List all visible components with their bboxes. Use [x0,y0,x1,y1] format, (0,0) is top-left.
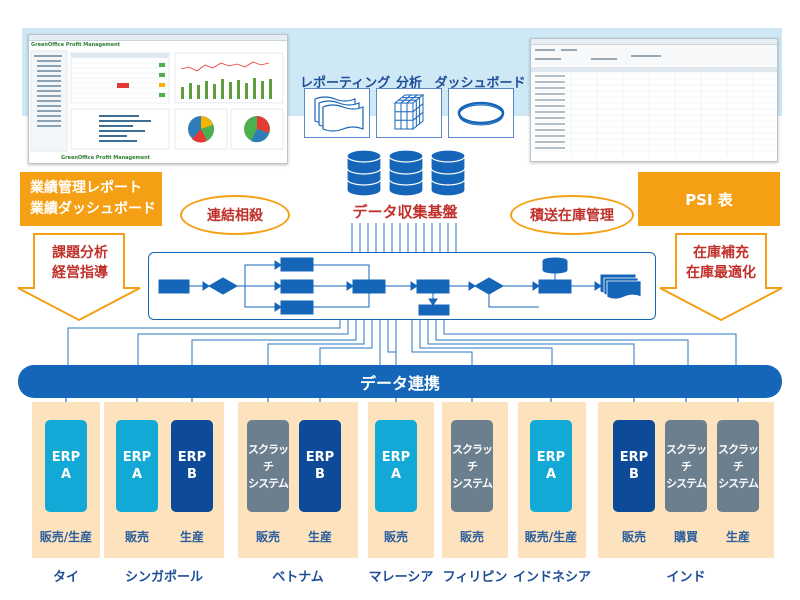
left-arrow-text: 課題分析 経営指導 [34,243,126,283]
database-icon [346,149,466,197]
system-role-label: 販売 [383,530,408,544]
country-name-indonesia: インドネシア [512,570,591,585]
scratch-system-box: スクラッチ システム [717,420,759,512]
system-line2: A [545,467,557,482]
system-role-label: 販売 [459,530,484,544]
right-arrow-text: 在庫補充 在庫最適化 [674,243,768,283]
system-role-label: 販売 [255,530,280,544]
consolidation-elimination-ellipse: 連結相殺 [180,195,290,235]
system-role-label: 生産 [307,530,332,544]
tool-label-dashboard: ダッシュボード [434,76,526,91]
left-down-arrow [17,233,141,322]
data-link-bar: データ連携 [18,365,782,398]
ring-icon [448,88,514,138]
system-line1: ERP [177,450,207,465]
country-name-singapore: シンガポール [124,570,203,585]
right-down-arrow [659,233,783,322]
system-line1: スクラッチ [718,442,759,473]
erp-system-box: ERP B [613,420,655,512]
erp-system-box: ERP A [116,420,158,512]
system-role-label: 販売/生産 [524,530,578,544]
system-line1: ERP [305,450,335,465]
stacked-reports-icon [304,88,370,138]
tool-label-analysis: 分析 [395,76,422,91]
system-role-label: 販売/生産 [39,530,93,544]
profit-management-screenshot: GreenOffice Profit Management [28,34,288,164]
country-name-india: インド [666,570,706,585]
scratch-system-box: スクラッチ システム [665,420,707,512]
country-name-malaysia: マレーシア [368,570,434,585]
country-name-philippines: フィリピン [442,570,508,585]
cube-icon [376,88,442,138]
system-line2: システム [718,476,759,490]
screenshot-footer: GreenOffice Profit Management [61,155,151,161]
system-role-label: 生産 [179,530,204,544]
right-arrow-line2: 在庫最適化 [686,265,756,281]
system-line2: A [390,467,402,482]
erp-system-box: ERP A [530,420,572,512]
system-role-label: 生産 [725,530,750,544]
country-name-vietnam: ベトナム [272,570,324,585]
screenshot-titlebar [29,35,287,41]
performance-report-line2: 業績ダッシュボード [30,201,156,217]
erp-system-box: ERP A [375,420,417,512]
system-line1: スクラッチ [452,442,493,473]
system-line1: ERP [619,450,649,465]
right-arrow-line1: 在庫補充 [693,245,749,261]
left-arrow-line1: 課題分析 [52,245,108,261]
system-line1: ERP [381,450,411,465]
system-line2: A [131,467,143,482]
left-arrow-line2: 経営指導 [52,265,108,281]
screenshot-content [30,50,284,152]
psi-table-label: PSI 表 [685,190,733,209]
scratch-system-box: スクラッチ システム [451,420,493,512]
performance-report-box: 業績管理レポート 業績ダッシュボード [20,172,162,226]
system-line2: システム [452,476,493,490]
erp-system-box: ERP A [45,420,87,512]
system-line2: システム [248,476,289,490]
erp-system-box: ERP B [299,420,341,512]
system-line1: ERP [51,450,81,465]
system-role-label: 販売 [621,530,646,544]
scratch-system-box: スクラッチ システム [247,420,289,512]
database-label: データ収集基盤 [352,203,458,221]
system-line2: B [187,467,197,482]
psi-table-screenshot [530,38,778,162]
system-line2: B [315,467,325,482]
country-name-thailand: タイ [52,570,79,585]
screenshot-title: GreenOffice Profit Management [31,42,121,48]
process-flow-graphic [158,257,642,316]
system-line1: スクラッチ [666,442,707,473]
screenshot-titlebar-right [531,39,777,45]
system-role-label: 販売 [124,530,149,544]
psi-table-box: PSI 表 [638,172,780,226]
system-line2: B [629,467,639,482]
system-line2: A [60,467,72,482]
transit-inventory-ellipse: 積送在庫管理 [510,195,634,235]
erp-system-box: ERP B [171,420,213,512]
psi-grid [531,45,777,157]
tool-label-reporting: レポーティング [300,76,391,91]
system-line1: ERP [122,450,152,465]
system-line1: スクラッチ [248,442,289,473]
performance-report-line1: 業績管理レポート [30,180,142,196]
system-role-label: 購買 [673,530,698,544]
system-line1: ERP [536,450,566,465]
system-line2: システム [666,476,707,490]
process-flow-diagram [148,252,656,320]
